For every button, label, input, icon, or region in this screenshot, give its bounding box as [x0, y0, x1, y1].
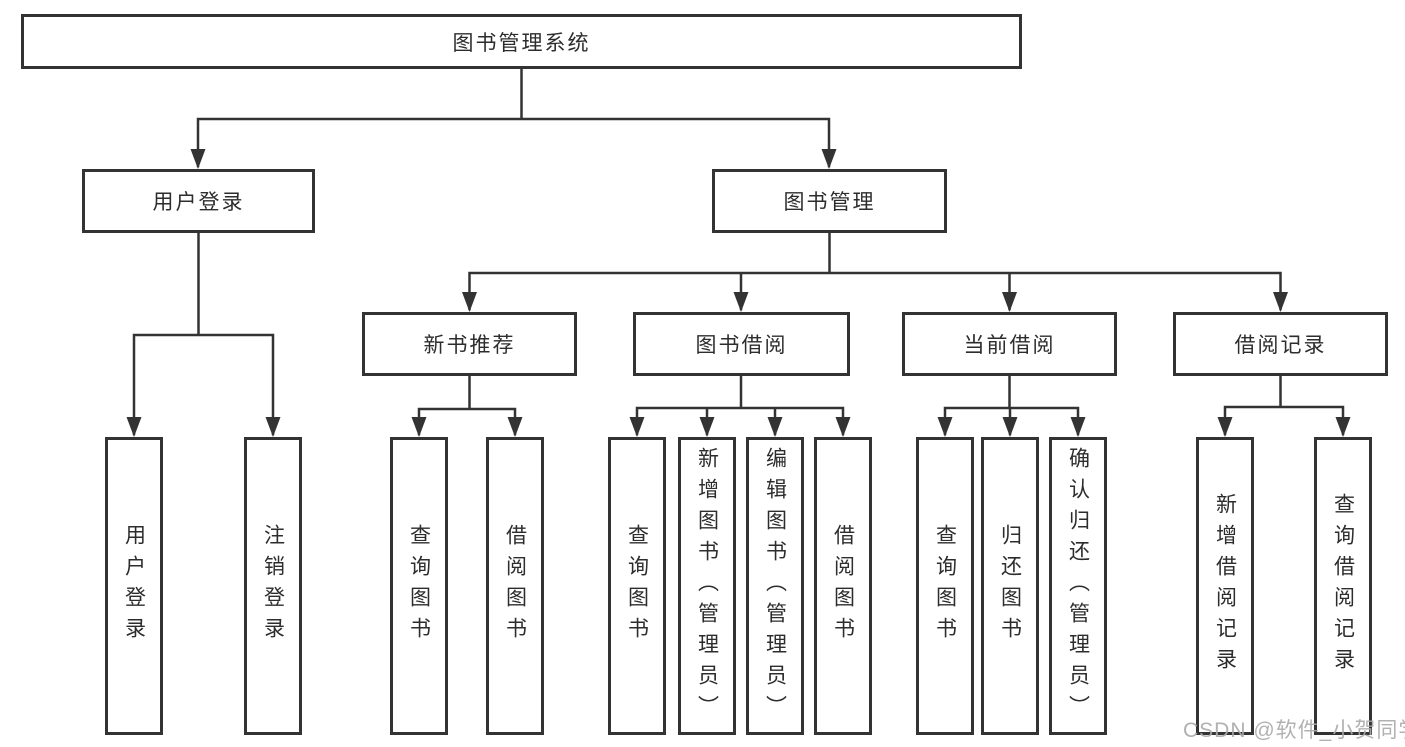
arrowhead: [190, 149, 206, 169]
connector-book-borrow-to-leaves: [635, 374, 845, 436]
arrowhead: [411, 417, 427, 437]
node-label: 用户登录: [122, 524, 146, 648]
node-label: 新书推荐: [423, 334, 516, 357]
arrowhead: [629, 417, 645, 437]
leaf-user-login: 用户登录: [105, 437, 163, 735]
leaf-recommend-query-book: 查询图书: [390, 437, 448, 735]
arrowhead: [1002, 417, 1018, 437]
node-label: 借阅图书: [503, 524, 527, 648]
node-current-borrow: 当前借阅: [902, 312, 1117, 376]
node-book-borrow: 图书借阅: [633, 312, 850, 376]
node-label: 新增图书（管理员）: [695, 446, 719, 726]
node-label: 注销登录: [261, 524, 285, 648]
node-label: 查询图书: [933, 524, 957, 648]
node-label: 确认归还（管理员）: [1066, 446, 1090, 726]
node-label: 新增借阅记录: [1213, 493, 1237, 679]
node-label: 图书管理系统: [452, 31, 591, 55]
arrowhead: [126, 417, 142, 437]
node-library-management-system: 图书管理系统: [21, 14, 1022, 69]
node-label: 归还图书: [998, 524, 1022, 648]
arrowhead: [1335, 417, 1351, 437]
node-borrow-records: 借阅记录: [1173, 312, 1388, 376]
leaf-current-confirm-return-admin: 确认归还（管理员）: [1049, 437, 1107, 735]
arrowhead: [1002, 292, 1017, 312]
node-user-login: 用户登录: [82, 169, 315, 233]
leaf-current-query-book: 查询图书: [916, 437, 974, 735]
leaf-borrow-edit-book-admin: 编辑图书（管理员）: [746, 437, 804, 735]
leaf-current-return-book: 归还图书: [981, 437, 1039, 735]
arrowhead: [462, 292, 477, 312]
leaf-records-query-record: 查询借阅记录: [1314, 437, 1372, 735]
leaf-borrow-query-book: 查询图书: [608, 437, 666, 735]
watermark: CSDN @软件_小贺同学: [1183, 719, 1405, 742]
arrowhead: [1217, 417, 1233, 437]
arrowhead: [821, 149, 837, 169]
node-label: 图书借阅: [695, 334, 788, 357]
arrowhead: [265, 417, 281, 437]
node-label: 图书管理: [783, 191, 876, 214]
arrowhead: [733, 292, 749, 312]
connector-root-to-level2: [196, 67, 831, 168]
leaf-records-add-record: 新增借阅记录: [1196, 437, 1254, 735]
node-label: 查询图书: [625, 524, 649, 648]
arrowhead: [767, 417, 783, 437]
node-new-book-recommend: 新书推荐: [362, 312, 577, 376]
node-label: 查询借阅记录: [1331, 493, 1355, 679]
node-label: 编辑图书（管理员）: [763, 446, 787, 726]
node-label: 借阅图书: [831, 524, 855, 648]
arrowhead: [835, 417, 851, 437]
connector-book-mgmt-to-level3: [468, 231, 1282, 311]
connector-new-book-to-leaves: [417, 374, 517, 436]
node-label: 借阅记录: [1234, 334, 1327, 357]
node-label: 查询图书: [407, 524, 431, 648]
connector-borrow-records-to-leaves: [1223, 374, 1345, 436]
arrowhead: [507, 417, 523, 437]
arrowhead: [937, 417, 953, 437]
arrowhead: [1070, 417, 1086, 437]
leaf-logout: 注销登录: [244, 437, 302, 735]
node-label: 用户登录: [152, 191, 245, 214]
arrowhead: [699, 417, 715, 437]
leaf-borrow-borrow-book: 借阅图书: [814, 437, 872, 735]
connector-current-borrow-to-leaves: [943, 374, 1080, 436]
arrowhead: [1273, 292, 1288, 312]
leaf-borrow-add-book-admin: 新增图书（管理员）: [678, 437, 736, 735]
leaf-recommend-borrow-book: 借阅图书: [486, 437, 544, 735]
node-book-management: 图书管理: [712, 169, 947, 233]
node-label: 当前借阅: [963, 334, 1056, 357]
connector-user-login-to-leaves: [132, 231, 275, 436]
